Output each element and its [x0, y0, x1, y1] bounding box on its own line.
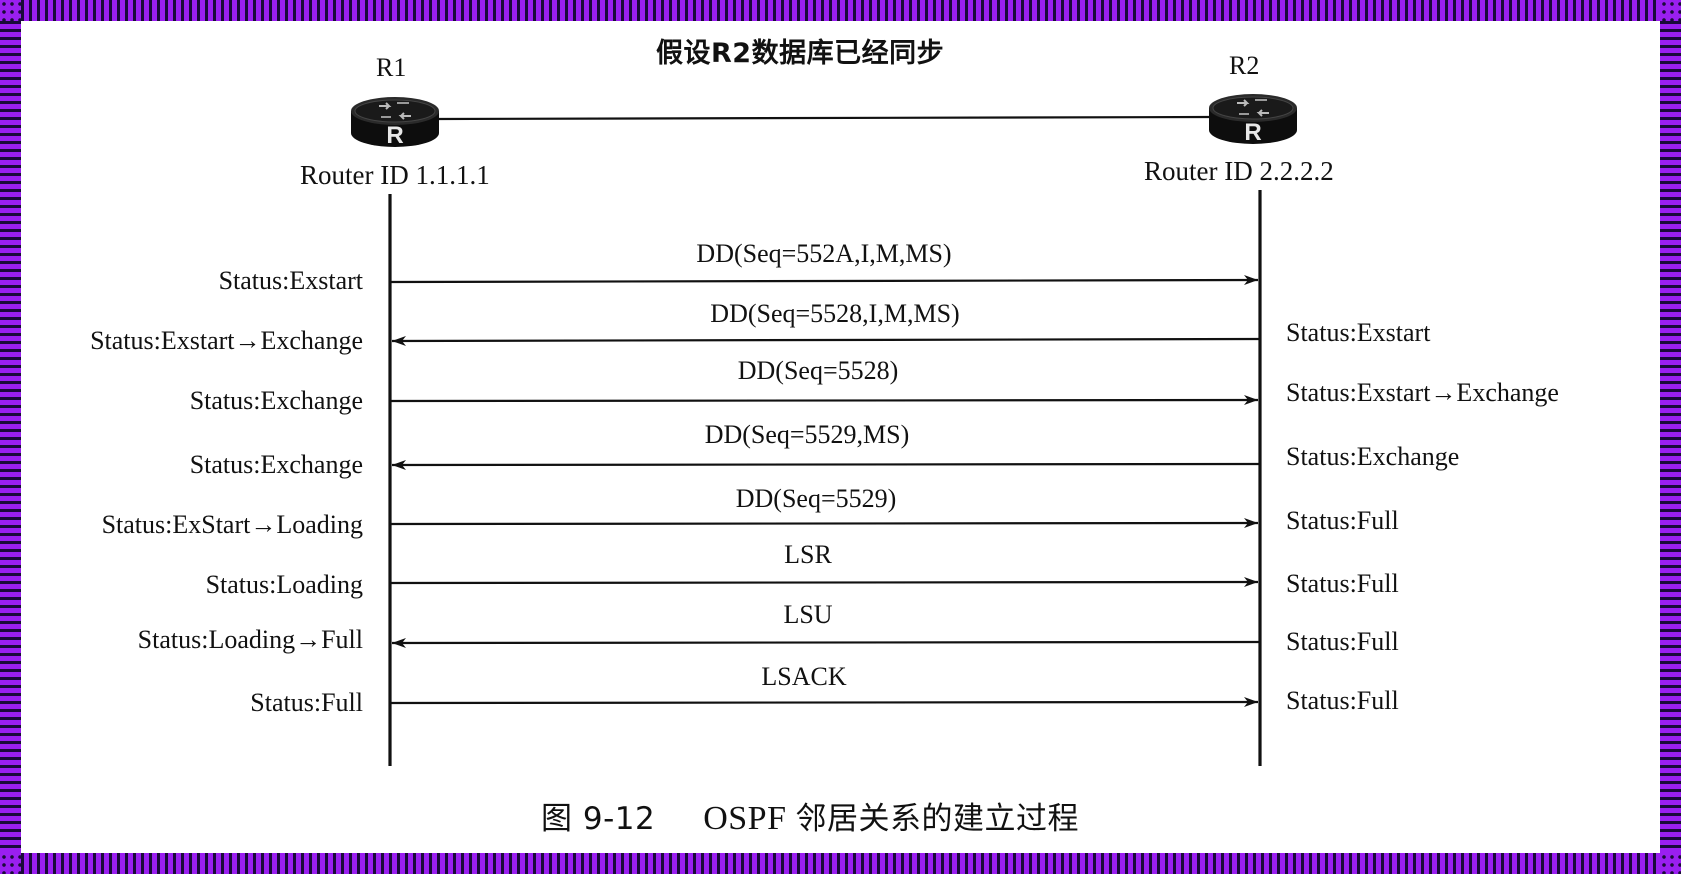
router-name-r2: R2: [1229, 51, 1260, 80]
router-id-r1: Router ID 1.1.1.1: [300, 160, 490, 190]
r2-status-label: Status:Full: [1286, 627, 1399, 656]
message-arrow-8: [390, 697, 1259, 708]
message-label: DD(Seq=552A,I,M,MS): [696, 239, 952, 268]
message-arrow-1: [390, 275, 1259, 286]
decorative-frame-right: [1660, 0, 1681, 874]
caption-text: 邻居关系的建立过程: [795, 801, 1079, 837]
r2-status-label: Status:Full: [1286, 569, 1399, 598]
diagram-title: 假设R2数据库已经同步: [656, 38, 945, 69]
message-label: DD(Seq=5528,I,M,MS): [710, 299, 960, 328]
decorative-frame-left: [0, 0, 21, 874]
message-label: LSACK: [761, 662, 847, 691]
frame-corner: [1660, 0, 1681, 21]
r2-status-label: Status:Exstart→Exchange: [1286, 378, 1559, 407]
r2-status-label: Status:Full: [1286, 506, 1399, 535]
message-label: DD(Seq=5529,MS): [704, 420, 910, 449]
message-arrow-2: [391, 335, 1260, 346]
r2-status-label: Status:Full: [1286, 686, 1399, 715]
r1-status-label: Status:ExStart→Loading: [101, 510, 363, 539]
decorative-frame-bottom: [0, 853, 1681, 874]
figure-number: 图 9-12: [541, 801, 656, 837]
message-label: LSU: [783, 600, 833, 629]
r1-status-label: Status:Full: [250, 688, 363, 717]
link-line: [437, 115, 1211, 121]
message-arrow-6: [390, 577, 1259, 588]
message-label: DD(Seq=5528): [737, 356, 899, 385]
router-name-r1: R1: [376, 53, 407, 82]
caption-protocol: OSPF: [703, 800, 787, 837]
message-arrow-4: [391, 459, 1260, 470]
decorative-frame-top: [0, 0, 1681, 21]
r1-status-label: Status:Exstart: [218, 266, 363, 295]
router-icon-r1: [350, 96, 440, 150]
r1-status-label: Status:Loading: [205, 570, 363, 599]
frame-corner: [0, 853, 21, 874]
router-icon-r2: [1208, 93, 1298, 147]
r2-status-label: Status:Exchange: [1286, 442, 1460, 471]
message-label: LSR: [784, 540, 832, 569]
r1-status-label: Status:Loading→Full: [137, 625, 363, 654]
figure-caption: 图 9-12 OSPF 邻居关系的建立过程: [541, 802, 1079, 836]
frame-corner: [0, 0, 21, 21]
router-id-r2: Router ID 2.2.2.2: [1144, 156, 1334, 186]
r1-status-label: Status:Exchange: [189, 450, 363, 479]
r1-status-label: Status:Exstart→Exchange: [90, 326, 363, 355]
r2-status-label: Status:Exstart: [1286, 318, 1431, 347]
message-arrow-7: [391, 637, 1260, 648]
message-label: DD(Seq=5529): [735, 484, 897, 513]
r1-status-label: Status:Exchange: [189, 386, 363, 415]
message-arrow-3: [390, 395, 1259, 406]
frame-corner: [1660, 853, 1681, 874]
message-arrow-5: [390, 518, 1259, 529]
